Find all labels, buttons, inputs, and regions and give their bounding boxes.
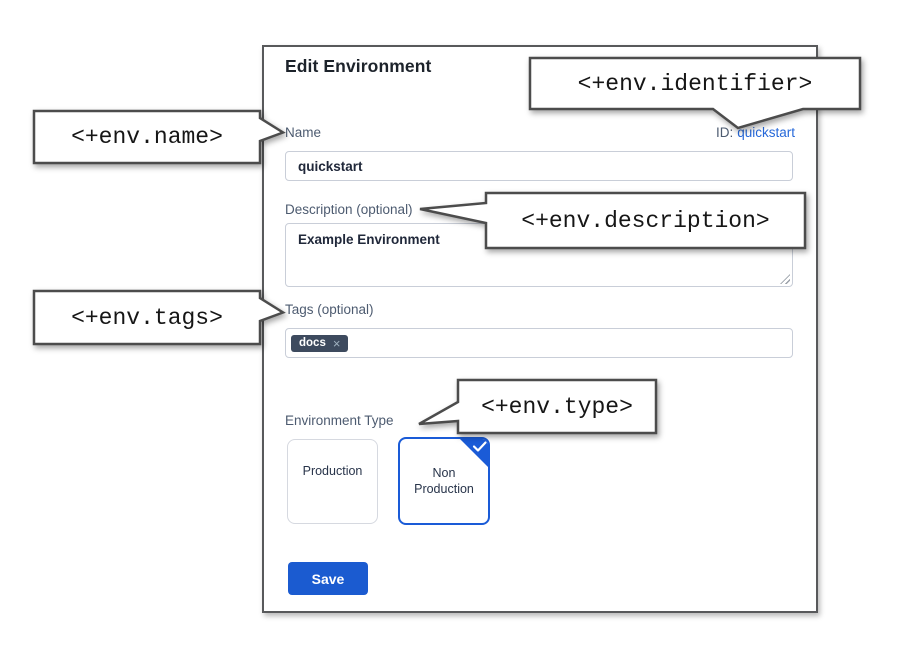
tag-remove-icon[interactable]: × (332, 335, 341, 351)
tags-input[interactable]: docs × (285, 328, 793, 358)
description-label: Description (optional) (285, 202, 413, 217)
id-label: ID: (715, 125, 734, 140)
type-card-production[interactable]: Production (287, 439, 378, 524)
callout-tags-bubble (32, 289, 286, 346)
page-title: Edit Environment (285, 56, 432, 76)
callout-tags-text: <+env.tags> (71, 304, 223, 331)
edit-environment-dialog: Edit Environment Name ID: quickstart qui… (262, 45, 818, 613)
check-icon (460, 439, 488, 467)
tag-chip-label: docs (299, 337, 326, 349)
name-input[interactable]: quickstart (285, 151, 793, 181)
callout-name-bubble (32, 109, 286, 165)
resize-handle-icon[interactable] (780, 274, 790, 284)
save-button[interactable]: Save (288, 562, 368, 595)
description-textarea[interactable]: Example Environment (285, 223, 793, 287)
name-label: Name (285, 125, 322, 140)
type-card-non-production-label: Non Production (414, 465, 474, 496)
tag-chip: docs × (291, 334, 349, 352)
tags-label: Tags (optional) (285, 302, 374, 317)
description-value: Example Environment (298, 232, 440, 247)
environment-id: ID: quickstart (716, 125, 795, 140)
type-card-non-production[interactable]: Non Production (398, 437, 490, 525)
callout-name-text: <+env.name> (71, 124, 223, 150)
type-card-production-label: Production (302, 464, 363, 478)
id-value-link[interactable]: quickstart (737, 125, 795, 140)
environment-type-label: Environment Type (285, 413, 394, 428)
